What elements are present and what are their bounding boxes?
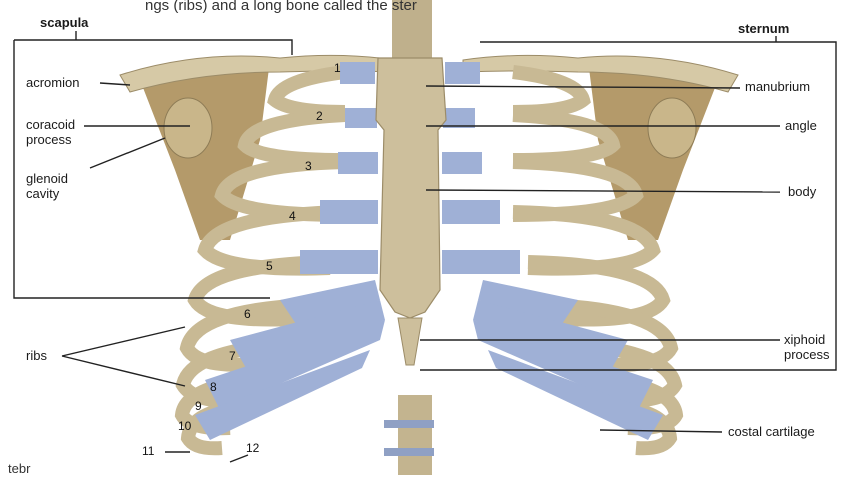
label-xiphoid-2: process — [784, 348, 830, 362]
label-glenoid-2: cavity — [26, 187, 59, 201]
rib-number: 5 — [266, 259, 273, 273]
label-body: body — [788, 185, 816, 199]
rib-number: 3 — [305, 159, 312, 173]
caption-fragment: ngs (ribs) and a long bone called the st… — [145, 0, 417, 14]
label-xiphoid-1: xiphoid — [784, 333, 825, 347]
label-angle: angle — [785, 119, 817, 133]
label-acromion: acromion — [26, 76, 79, 90]
rib-number: 11 — [142, 444, 154, 458]
label-manubrium: manubrium — [745, 80, 810, 94]
lumbar-spine — [398, 395, 432, 475]
label-ribs: ribs — [26, 349, 47, 363]
sternum-bone — [376, 58, 446, 318]
rib-number: 12 — [246, 441, 259, 455]
rib-number: 7 — [229, 349, 236, 363]
right-glenoid-head — [648, 98, 696, 158]
rib-number: 1 — [334, 61, 341, 75]
label-coracoid-2: process — [26, 133, 72, 147]
rib-number: 6 — [244, 307, 251, 321]
rib-number: 2 — [316, 109, 323, 123]
rib-number: 10 — [178, 419, 191, 433]
intervertebral-disc — [384, 420, 434, 428]
label-glenoid-1: glenoid — [26, 172, 68, 186]
caption-bottom-fragment: tebr — [8, 462, 30, 476]
rib-number: 4 — [289, 209, 296, 223]
label-costal-cartilage: costal cartilage — [728, 425, 815, 439]
rib-number: 9 — [195, 399, 202, 413]
rib-number: 8 — [210, 380, 217, 394]
intervertebral-disc — [384, 448, 434, 456]
label-coracoid-1: coracoid — [26, 118, 75, 132]
label-scapula: scapula — [40, 16, 88, 30]
left-glenoid-head — [164, 98, 212, 158]
xiphoid-bone — [398, 318, 422, 365]
label-sternum: sternum — [738, 22, 789, 36]
